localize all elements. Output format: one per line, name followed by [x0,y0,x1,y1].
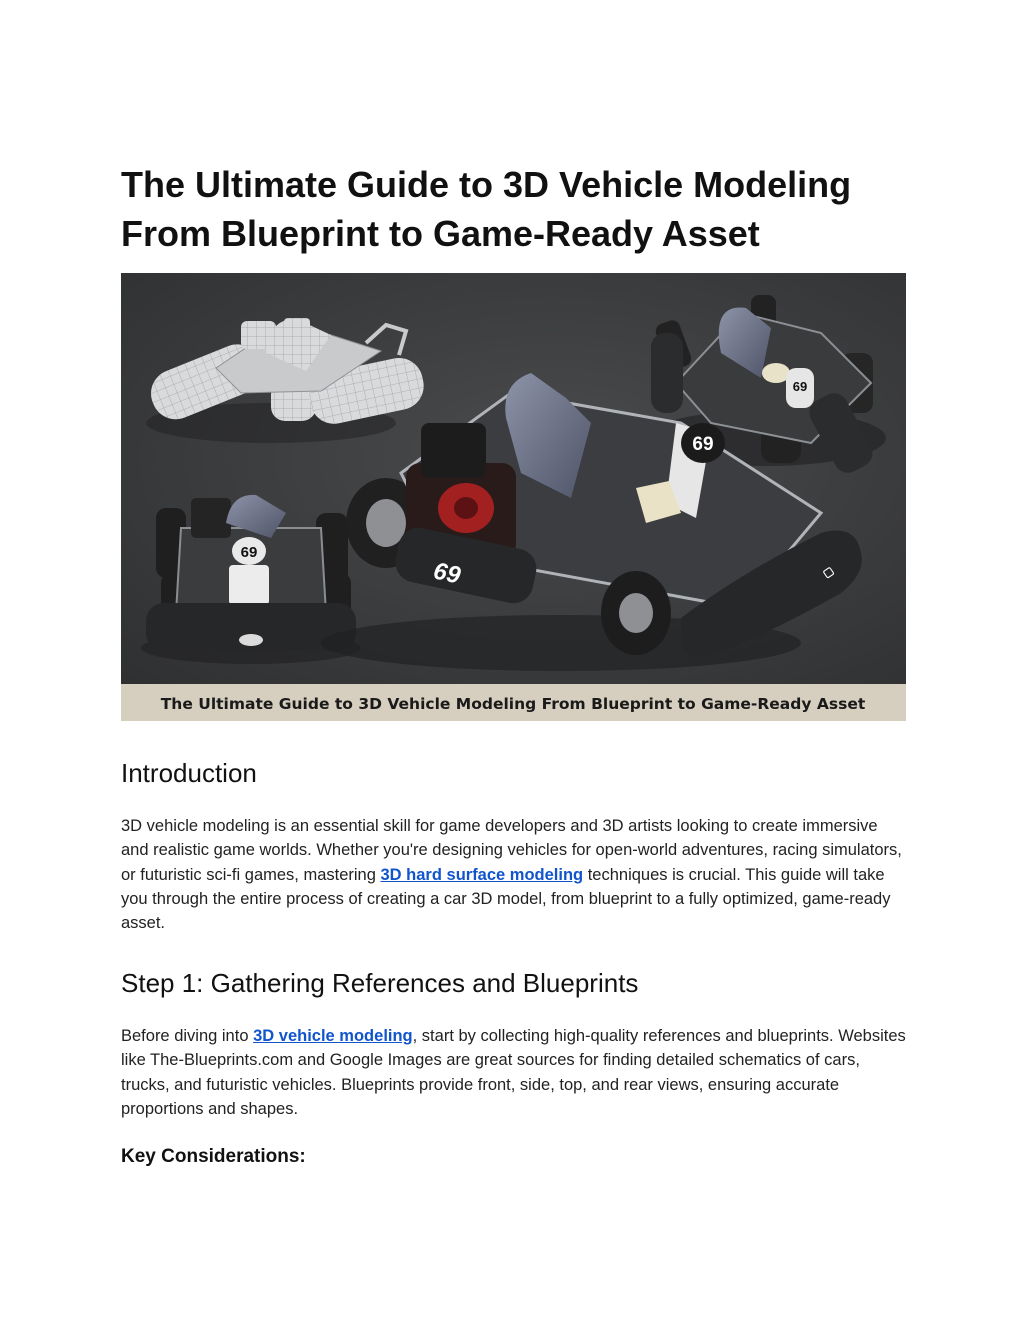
hero-image-graphic: 69 69 [121,273,906,721]
introduction-heading: Introduction [121,758,257,788]
vehicle-modeling-link[interactable]: 3D vehicle modeling [253,1027,413,1045]
introduction-paragraph: 3D vehicle modeling is an essential skil… [121,814,906,935]
rendered-kart-main: 69 69 ▢ [321,373,862,671]
introduction-text-1: 3D vehicle modeling is an essential skil… [121,817,902,884]
step1-paragraph: Before diving into 3D vehicle modeling, … [121,1024,906,1121]
key-considerations-heading: Key Considerations: [121,1146,306,1167]
page-title: The Ultimate Guide to 3D Vehicle Modelin… [121,160,921,258]
page-title-line-2: From Blueprint to Game-Ready Asset [121,213,760,254]
introduction-text-2: techniques is crucial. This guide will t… [121,865,891,933]
rendered-kart-bottom-left: 69 [141,494,361,664]
kart-number-small-2: 69 [241,544,258,561]
step1-text-1: Before diving into [121,1027,254,1045]
page-title-line-1: The Ultimate Guide to 3D Vehicle Modelin… [121,164,852,205]
step1-heading: Step 1: Gathering References and Bluepri… [121,968,639,998]
kart-number-sidepod: 69 [431,558,463,590]
step1-text-2: , start by collecting high-quality refer… [121,1027,906,1118]
wireframe-kart [146,318,424,443]
kart-number-main: 69 [692,434,713,455]
hard-surface-modeling-link[interactable]: 3D hard surface modeling [380,865,584,884]
hero-image-caption: The Ultimate Guide to 3D Vehicle Modelin… [161,695,866,713]
kart-number-small-1: 69 [793,379,807,394]
hero-image: 69 69 [121,273,906,721]
